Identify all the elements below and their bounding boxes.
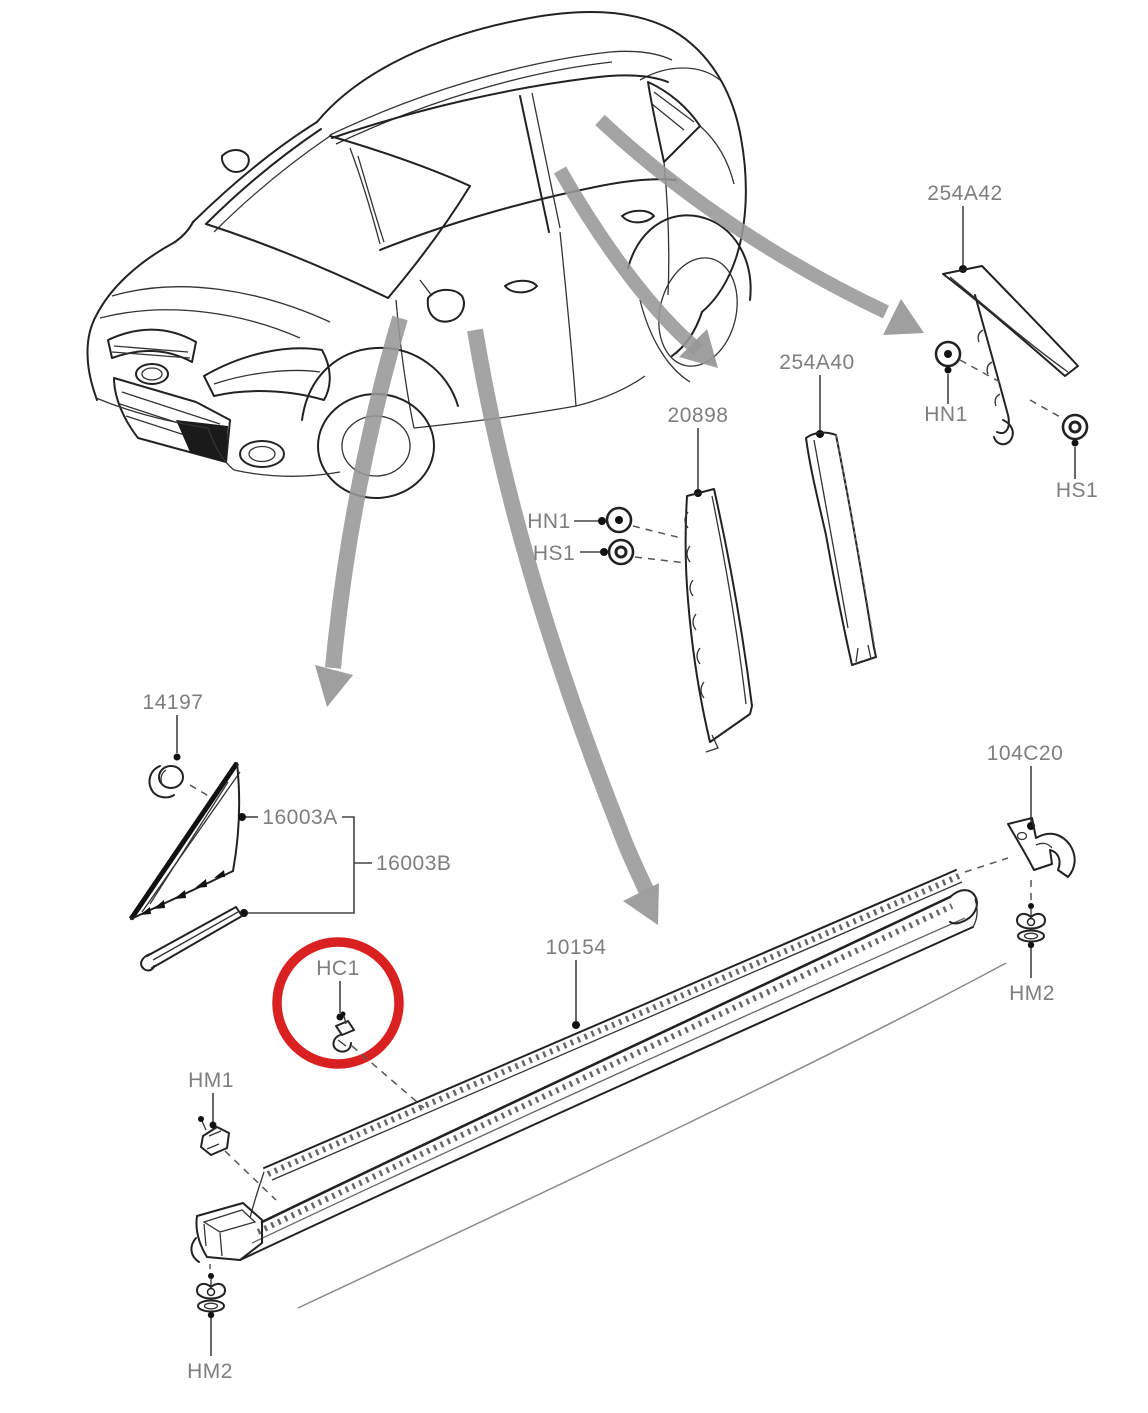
part-16003a-triangle — [128, 761, 241, 921]
part-label-hm2-right: HM2 — [1009, 982, 1055, 1005]
arrow-to-16003 — [325, 315, 408, 669]
part-label-254a42: 254A42 — [927, 182, 1002, 205]
part-16003b-strip — [140, 906, 243, 972]
part-hm2-bottom-group: HM2 — [187, 1264, 233, 1383]
fastener-hs1-mid: HS1 — [533, 538, 687, 566]
part-254a42-group: 254A42 HN1 HS1 — [924, 182, 1098, 502]
arrow-to-20898 — [553, 166, 703, 356]
part-label-14197: 14197 — [143, 691, 204, 714]
part-label-hm1: HM1 — [188, 1069, 234, 1092]
fastener-hn1-mid: HN1 — [527, 506, 682, 539]
part-label-hc1: HC1 — [316, 957, 360, 980]
part-label-hs1-right: HS1 — [1056, 479, 1098, 502]
part-hc1-group: HC1 — [272, 937, 425, 1109]
fastener-hm2-bottom — [196, 1273, 226, 1319]
part-16003-group: 14197 16003A 16003B — [128, 691, 451, 972]
part-label-104c20: 104C20 — [987, 742, 1064, 765]
fastener-hm2-right — [1016, 903, 1046, 949]
part-label-254a40: 254A40 — [779, 351, 854, 374]
fastener-14197 — [148, 765, 213, 799]
part-10154-group: 10154 — [190, 869, 1007, 1309]
part-label-10154: 10154 — [546, 936, 607, 959]
part-label-hn1-right: HN1 — [924, 403, 968, 426]
fastener-hn1-right: HN1 — [924, 340, 1001, 426]
part-254a40-group: 254A40 — [779, 351, 877, 666]
part-label-hn1-mid: HN1 — [527, 510, 571, 533]
part-label-16003a: 16003A — [262, 806, 337, 829]
arrow-to-10154 — [467, 328, 654, 894]
part-104c20-group: 104C20 HM2 — [964, 742, 1076, 1005]
part-label-hm2-bottom: HM2 — [187, 1360, 233, 1383]
part-label-hs1-mid: HS1 — [533, 542, 575, 565]
fastener-hc1 — [332, 1011, 355, 1053]
part-hm1-group: HM1 — [188, 1069, 277, 1201]
direction-arrows — [315, 114, 924, 925]
vehicle-illustration — [86, 11, 752, 499]
fastener-hm1 — [198, 1116, 230, 1156]
part-label-20898: 20898 — [668, 404, 729, 427]
arrow-to-254a42 — [595, 114, 889, 319]
part-20898-group: 20898 HN1 HS1 — [527, 404, 753, 753]
highlight-circle-hc1 — [272, 937, 404, 1069]
part-label-16003b: 16003B — [376, 852, 451, 875]
fastener-hs1-right: HS1 — [1029, 399, 1098, 502]
